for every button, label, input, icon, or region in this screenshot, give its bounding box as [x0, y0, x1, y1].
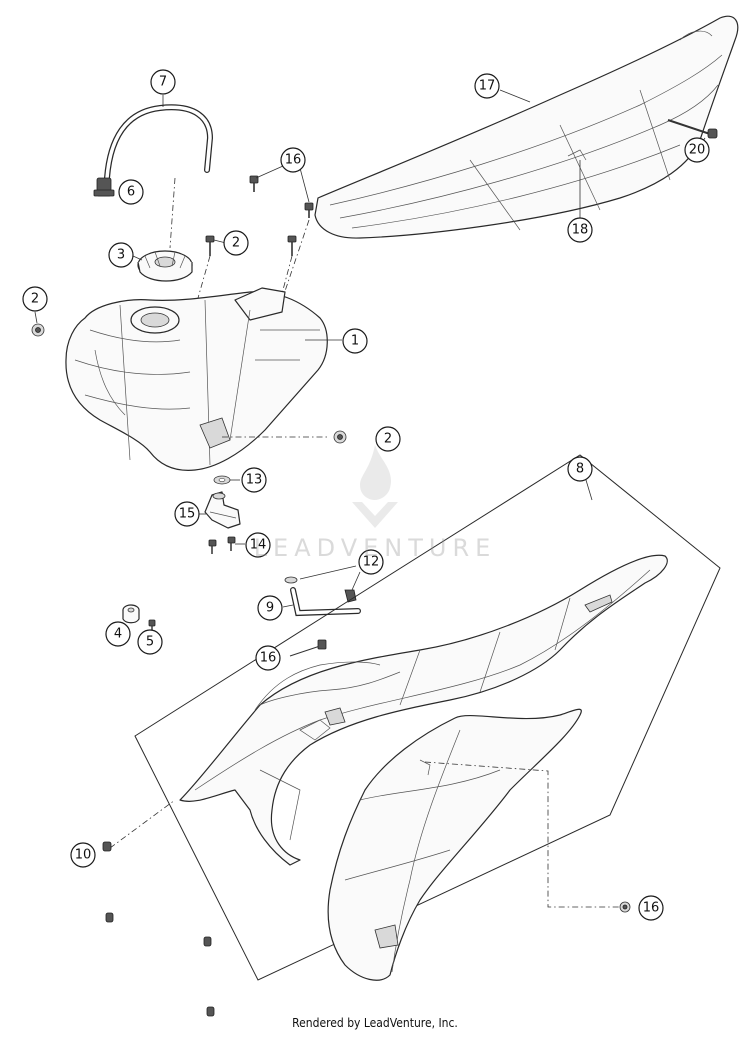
svg-text:5: 5 — [146, 635, 154, 650]
svg-text:12: 12 — [363, 555, 380, 570]
callout-12[interactable]: 12 — [358, 549, 384, 575]
fuel-tap-part[interactable] — [204, 491, 241, 529]
svg-text:1: 1 — [351, 334, 359, 349]
bolt-part[interactable] — [206, 1006, 215, 1017]
svg-text:14: 14 — [250, 538, 267, 553]
callout-15[interactable]: 15 — [174, 501, 200, 527]
radiator-shroud-left-part[interactable] — [179, 554, 668, 866]
callout-16[interactable]: 16 — [280, 147, 306, 173]
svg-text:16: 16 — [285, 153, 302, 168]
fuel-cap-part[interactable] — [137, 250, 193, 282]
svg-text:3: 3 — [117, 248, 125, 263]
svg-text:16: 16 — [643, 901, 660, 916]
clamp-part[interactable] — [284, 576, 298, 584]
callout-7[interactable]: 7 — [150, 69, 176, 95]
svg-text:2: 2 — [31, 292, 39, 307]
callout-1[interactable]: 1 — [342, 328, 368, 354]
seat-part[interactable] — [314, 15, 739, 239]
seat-bolt-part[interactable] — [667, 119, 718, 139]
callout-2[interactable]: 2 — [223, 230, 249, 256]
fuel-hose-part[interactable] — [104, 104, 214, 181]
tap-screw-part[interactable] — [208, 539, 217, 554]
callout-6[interactable]: 6 — [118, 179, 144, 205]
callout-16[interactable]: 16 — [638, 895, 664, 921]
clamp-part[interactable] — [344, 589, 357, 603]
svg-text:16: 16 — [260, 651, 277, 666]
svg-text:7: 7 — [159, 75, 167, 90]
hose-fitting-part[interactable] — [93, 177, 115, 197]
svg-text:8: 8 — [576, 462, 584, 477]
footer-credit: Rendered by LeadVenture, Inc. — [292, 1016, 458, 1030]
tank-side-screw-part[interactable] — [31, 323, 45, 337]
svg-text:17: 17 — [479, 79, 496, 94]
svg-text:15: 15 — [179, 507, 196, 522]
tank-screw-part[interactable] — [205, 235, 215, 256]
callout-14[interactable]: 14 — [245, 532, 271, 558]
svg-text:6: 6 — [127, 185, 135, 200]
callout-18[interactable]: 18 — [567, 217, 593, 243]
callout-3[interactable]: 3 — [108, 242, 134, 268]
callout-2[interactable]: 2 — [375, 426, 401, 452]
tank-mount-screw-part[interactable] — [333, 430, 347, 444]
svg-text:2: 2 — [232, 236, 240, 251]
fuel-tank-part[interactable] — [65, 287, 328, 471]
svg-text:9: 9 — [266, 601, 274, 616]
svg-text:18: 18 — [572, 223, 589, 238]
callout-4[interactable]: 4 — [105, 621, 131, 647]
small-screw-part[interactable] — [148, 619, 156, 631]
shroud-front-screw-part[interactable] — [102, 841, 112, 852]
bolt-part[interactable] — [105, 912, 114, 923]
callout-17[interactable]: 17 — [474, 73, 500, 99]
callout-2[interactable]: 2 — [22, 286, 48, 312]
shroud-screw-part[interactable] — [619, 901, 631, 913]
bolt-part[interactable] — [304, 202, 314, 218]
callout-13[interactable]: 13 — [241, 467, 267, 493]
washer-part[interactable] — [213, 475, 231, 485]
callout-9[interactable]: 9 — [257, 595, 283, 621]
callout-20[interactable]: 20 — [684, 137, 710, 163]
callout-10[interactable]: 10 — [70, 842, 96, 868]
callout-8[interactable]: 8 — [567, 456, 593, 482]
tap-screw-part[interactable] — [227, 536, 236, 551]
svg-text:10: 10 — [75, 848, 92, 863]
tank-screw-part[interactable] — [287, 235, 297, 256]
bolt-part[interactable] — [249, 175, 259, 192]
svg-text:20: 20 — [689, 143, 706, 158]
shroud-assembly-frame — [134, 454, 721, 981]
callout-16[interactable]: 16 — [255, 645, 281, 671]
svg-text:4: 4 — [114, 627, 122, 642]
vent-tube-part[interactable] — [290, 587, 361, 617]
svg-text:13: 13 — [246, 473, 263, 488]
callout-5[interactable]: 5 — [137, 629, 163, 655]
shroud-bolt-part[interactable] — [289, 639, 327, 657]
svg-text:2: 2 — [384, 432, 392, 447]
spacer-sleeve-part[interactable] — [122, 604, 140, 624]
bolt-part[interactable] — [203, 936, 212, 947]
radiator-shroud-right-part[interactable] — [327, 708, 582, 981]
